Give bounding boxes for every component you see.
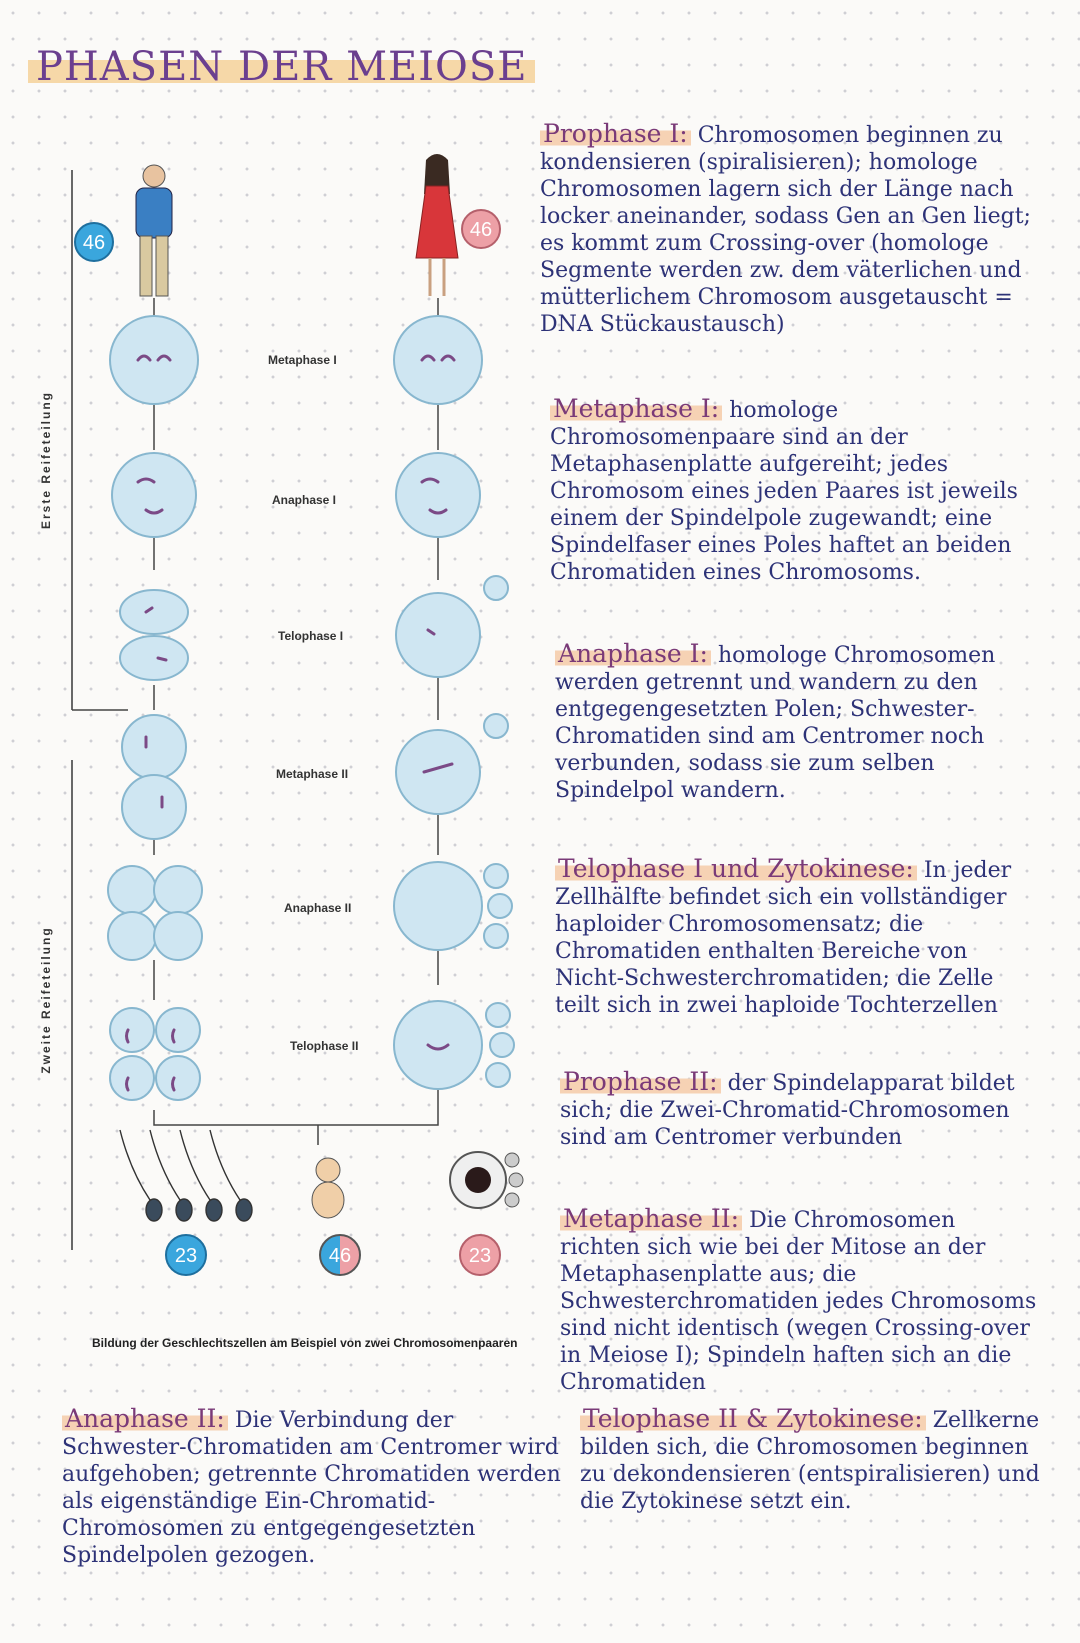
note-text: der Spindelapparat bildet sich; die Zwei… [560, 1071, 1015, 1150]
meiosis-diagram: Erste Reifeteilung Zweite Reifeteilung 4… [39, 154, 524, 1276]
note-prophase-1: Prophase I: Chromosomen beginnen zu kond… [540, 119, 1040, 338]
female-cell-anaphase-1 [395, 452, 481, 538]
note-heading: Metaphase I: [550, 394, 723, 423]
note-metaphase-1: Metaphase I: homologe Chromosomenpaare s… [550, 394, 1040, 586]
note-text: Die Chromosomen richten sich wie bei der… [560, 1208, 1037, 1395]
female-chromosome-badge: 46 [461, 209, 501, 249]
female-cell-anaphase-2 [393, 861, 483, 951]
svg-text:23: 23 [469, 1245, 491, 1267]
note-text: In jeder Zellhälfte befindet sich ein vo… [555, 858, 1012, 1018]
note-text: Chromosomen beginnen zu kondensieren (sp… [540, 123, 1031, 337]
note-anaphase-1: Anaphase I: homologe Chromosomen werden … [555, 639, 1040, 804]
svg-text:46: 46 [329, 1245, 351, 1267]
stage-label-metaphase-2: Metaphase II [276, 767, 348, 781]
side-label-first: Erste Reifeteilung [39, 391, 53, 529]
female-cell-telophase-2 [393, 1000, 483, 1090]
note-heading: Prophase I: [540, 119, 691, 148]
male-cell-telophase-1-top [119, 589, 189, 635]
stage-label-anaphase-2: Anaphase II [284, 901, 351, 915]
note-heading: Metaphase II: [560, 1204, 743, 1233]
note-heading: Telophase II & Zytokinese: [580, 1404, 926, 1433]
note-text: homologe Chromosomenpaare sind an der Me… [550, 398, 1018, 585]
note-heading: Anaphase I: [555, 639, 711, 668]
child-chromosome-badge: 46 [319, 1234, 361, 1276]
male-cell-metaphase-2-top [121, 714, 187, 780]
stage-label-telophase-2: Telophase II [290, 1039, 358, 1053]
stage-label-anaphase-1: Anaphase I [272, 493, 336, 507]
male-cell-anaphase-2 [107, 865, 157, 915]
baby-icon [311, 1157, 345, 1219]
male-cell-metaphase-2-bottom [121, 774, 187, 840]
note-text: Zellkerne bilden sich, die Chromosomen b… [580, 1408, 1040, 1514]
male-parent-icon [135, 164, 173, 297]
male-cell-telophase-1-bottom [119, 635, 189, 681]
sperm-chromosome-badge: 23 [165, 1234, 207, 1276]
note-heading: Prophase II: [560, 1067, 721, 1096]
egg-cell-icon [449, 1151, 524, 1209]
note-text: Die Verbindung der Schwester-Chromatiden… [62, 1408, 561, 1568]
male-cell-metaphase-1 [109, 315, 199, 405]
female-cell-metaphase-2 [395, 729, 481, 815]
note-anaphase-2: Anaphase II: Die Verbindung der Schweste… [62, 1404, 572, 1569]
male-cell-telophase-2 [109, 1007, 155, 1053]
note-text: homologe Chromosomen werden getrennt und… [555, 643, 996, 803]
note-prophase-2: Prophase II: der Spindelapparat bildet s… [560, 1067, 1040, 1151]
svg-text:46: 46 [470, 219, 492, 241]
page-title: PHASEN DER MEIOSE [28, 44, 536, 90]
female-cell-telophase-1 [395, 592, 481, 678]
note-telophase-1: Telophase I und Zytokinese: In jeder Zel… [555, 854, 1040, 1019]
note-heading: Telophase I und Zytokinese: [555, 854, 917, 883]
male-chromosome-badge: 46 [74, 222, 114, 262]
side-label-second: Zweite Reifeteilung [39, 926, 53, 1073]
sperm-cells-icon [119, 1129, 253, 1222]
stage-label-telophase-1: Telophase I [278, 629, 343, 643]
male-cell-anaphase-1 [111, 452, 197, 538]
figure-caption: Bildung der Geschlechtszellen am Beispie… [92, 1336, 518, 1350]
egg-chromosome-badge: 23 [459, 1234, 501, 1276]
stage-label-metaphase-1: Metaphase I [268, 353, 337, 367]
note-metaphase-2: Metaphase II: Die Chromosomen richten si… [560, 1204, 1040, 1396]
svg-text:23: 23 [175, 1245, 197, 1267]
note-heading: Anaphase II: [62, 1404, 228, 1433]
female-cell-metaphase-1 [393, 315, 483, 405]
svg-text:46: 46 [83, 232, 105, 254]
polar-body-1 [483, 575, 509, 601]
note-telophase-2: Telophase II & Zytokinese: Zellkerne bil… [580, 1404, 1040, 1515]
female-parent-icon [415, 154, 459, 296]
